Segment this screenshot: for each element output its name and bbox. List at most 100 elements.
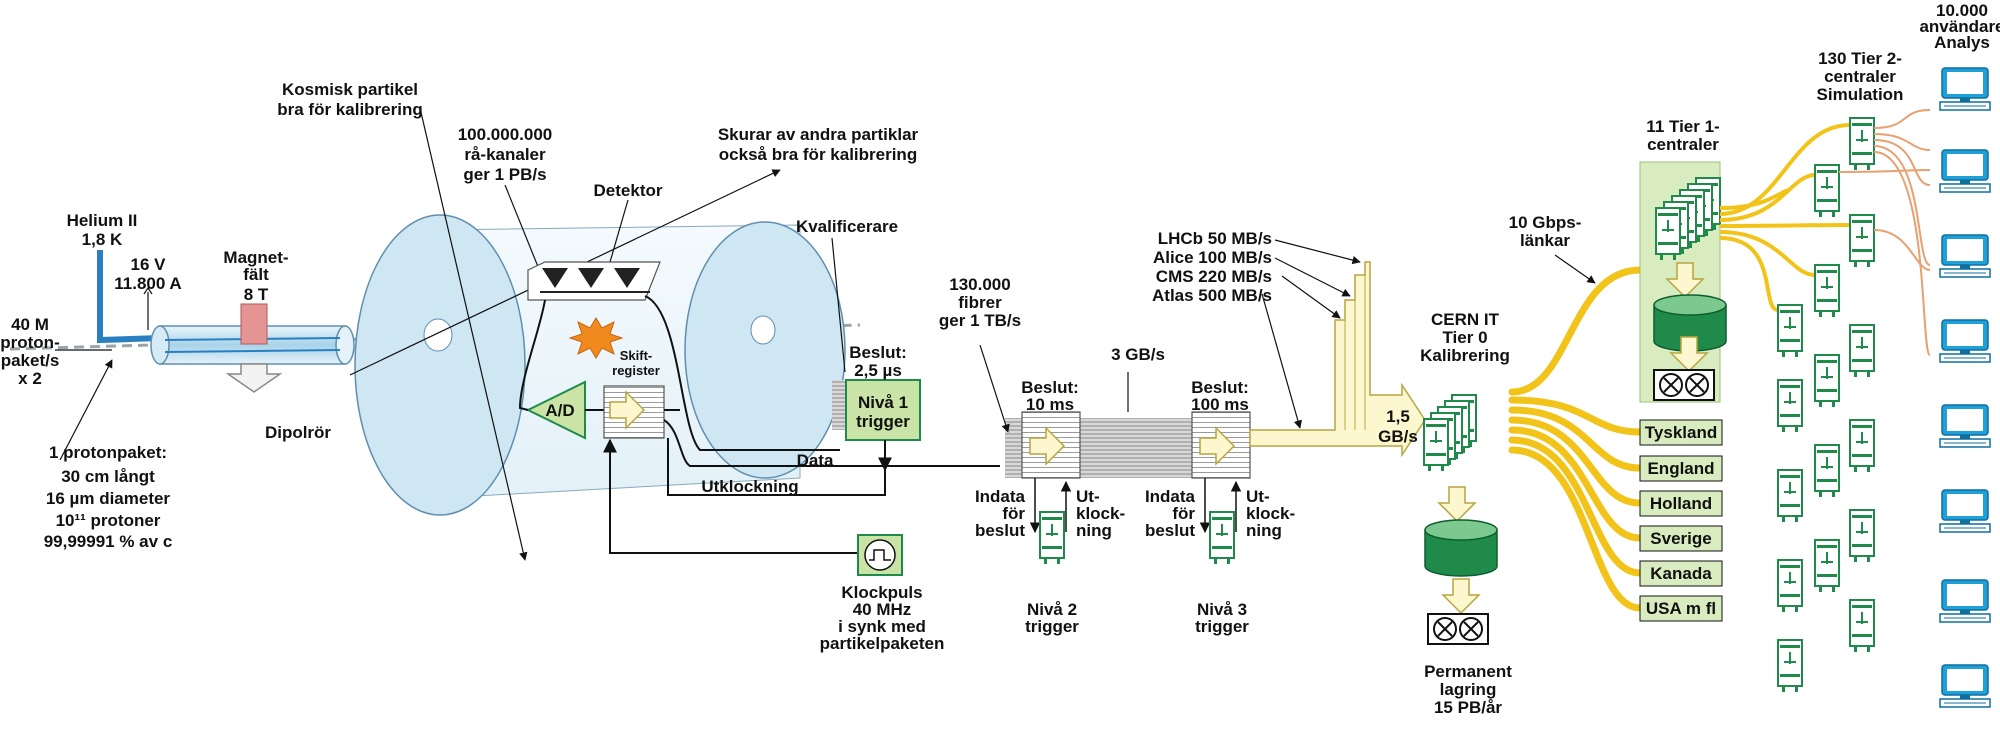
svg-text:CERN IT: CERN IT [1431,310,1500,329]
label-decision2: Beslut: 10 ms [1021,378,1079,414]
svg-text:Indata: Indata [975,487,1026,506]
label-clock: Klockpuls 40 MHz i synk med partikelpake… [820,583,945,653]
svg-text:10 ms: 10 ms [1026,395,1074,414]
svg-text:100.000.000: 100.000.000 [458,125,553,144]
gbps-links [1508,266,1644,612]
level2-trigger-rack [1039,511,1065,565]
svg-text:Klockpuls: Klockpuls [841,583,922,602]
svg-text:beslut: beslut [975,521,1025,540]
svg-text:bra för kalibrering: bra för kalibrering [277,100,422,119]
svg-text:Nivå 2: Nivå 2 [1027,600,1077,619]
svg-text:2,5 µs: 2,5 µs [854,361,902,380]
country-label: Tyskland [1645,423,1717,442]
tier2-to-user-links [1838,109,1931,356]
country-list: Tyskland England Holland Sverige Kanada … [1639,419,1723,622]
tier1-panel [1639,161,1727,403]
svg-text:Permanent: Permanent [1424,662,1512,681]
svg-text:Skift-: Skift- [620,348,653,363]
svg-text:fibrer: fibrer [958,293,1002,312]
svg-text:ning: ning [1246,521,1282,540]
svg-text:10 Gbps-: 10 Gbps- [1509,213,1582,232]
label-showers: Skurar av andra partiklar också bra för … [718,125,919,164]
svg-text:40 MHz: 40 MHz [853,600,912,619]
rate-pointers [1261,239,1361,429]
label-channels: 100.000.000 rå-kanaler ger 1 PB/s [458,125,553,184]
label-rates: LHCb 50 MB/s Alice 100 MB/s CMS 220 MB/s… [1152,229,1272,305]
svg-text:användare: användare [1919,17,2000,36]
ad-converter: A/D [525,380,586,440]
label-bunches: 40 M proton- paket/s x 2 [0,315,59,388]
tier0-disk-icon [1424,519,1498,577]
svg-text:Simulation: Simulation [1817,85,1904,104]
label-magnet-field: Magnet- fält 8 T [223,248,288,304]
shift-register: Skift- register [603,348,665,439]
country-label: USA m fl [1646,599,1716,618]
svg-text:Nivå 3: Nivå 3 [1197,600,1247,619]
svg-text:Nivå 1: Nivå 1 [858,393,908,412]
svg-text:ger 1 TB/s: ger 1 TB/s [939,311,1021,330]
label-level2: Nivå 2 trigger [1025,600,1079,636]
svg-text:proton-: proton- [0,333,59,352]
svg-text:för: för [1002,504,1025,523]
svg-text:130.000: 130.000 [949,275,1010,294]
svg-text:130 Tier 2-: 130 Tier 2- [1818,49,1902,68]
user-computers [1939,67,1991,708]
label-tier2: 130 Tier 2- centraler Simulation [1817,49,1904,104]
label-volt: 16 V 11.800 A [114,255,181,293]
svg-text:16 V: 16 V [131,255,167,274]
svg-text:ning: ning [1076,521,1112,540]
svg-text:11 Tier 1-: 11 Tier 1- [1646,117,1719,136]
svg-text:Indata: Indata [1145,487,1196,506]
svg-text:99,99991 % av c: 99,99991 % av c [44,532,173,551]
svg-text:centraler: centraler [1647,135,1719,154]
label-proton-packet: 1 protonpaket: 30 cm långt 16 µm diamete… [44,443,173,551]
svg-text:11.800 A: 11.800 A [114,274,181,293]
svg-text:1,8 K: 1,8 K [82,230,123,249]
label-data: Data [797,451,834,470]
svg-text:15 PB/år: 15 PB/år [1434,698,1502,717]
svg-text:Helium II: Helium II [67,211,138,230]
tier0-down-arrow-2 [1442,578,1480,614]
svg-text:beslut: beslut [1145,521,1195,540]
label-decision3: Beslut: 100 ms [1191,378,1249,414]
svg-text:centraler: centraler [1824,67,1896,86]
tier0-racks [1423,394,1477,472]
svg-text:för: för [1172,504,1195,523]
label-input3: Indata för beslut [1145,487,1196,540]
svg-text:fält: fält [243,265,269,284]
tier0-tape-icon [1427,613,1489,645]
svg-text:Ut-: Ut- [1076,487,1100,506]
svg-text:GB/s: GB/s [1378,427,1418,446]
svg-text:Beslut:: Beslut: [849,343,907,362]
svg-text:16 µm diameter: 16 µm diameter [46,489,171,508]
label-dipole: Dipolrör [265,423,331,442]
svg-text:100 ms: 100 ms [1191,395,1249,414]
label-decision1: Beslut: 2,5 µs [849,343,907,380]
label-3gbs: 3 GB/s [1111,345,1165,364]
svg-text:Alice 100 MB/s: Alice 100 MB/s [1153,248,1272,267]
svg-text:x 2: x 2 [18,369,42,388]
svg-text:CMS 220 MB/s: CMS 220 MB/s [1156,267,1272,286]
label-qualifier: Kvalificerare [796,217,898,236]
label-output3: Ut- klock- ning [1246,487,1295,540]
svg-text:rå-kanaler: rå-kanaler [464,145,546,164]
beam-section [9,250,861,461]
svg-text:A/D: A/D [545,401,574,420]
qualifier-comb [832,380,846,430]
svg-text:lagring: lagring [1440,680,1497,699]
label-fibers: 130.000 fibrer ger 1 TB/s [939,275,1021,330]
label-helium: Helium II 1,8 K [67,211,138,249]
svg-text:10¹¹ protoner: 10¹¹ protoner [56,511,161,530]
svg-text:1 protonpaket:: 1 protonpaket: [49,443,167,462]
label-clockout: Utklockning [701,477,798,496]
label-input2: Indata för beslut [975,487,1026,540]
label-detector: Detektor [594,181,663,200]
level3-trigger-rack [1209,511,1235,565]
clock-pulse-icon [857,534,903,576]
country-label: Sverige [1650,529,1711,548]
svg-text:i synk med: i synk med [838,617,926,636]
svg-text:10.000: 10.000 [1936,1,1988,20]
label-level3: Nivå 3 trigger [1195,600,1249,636]
label-links: 10 Gbps- länkar [1509,213,1582,250]
